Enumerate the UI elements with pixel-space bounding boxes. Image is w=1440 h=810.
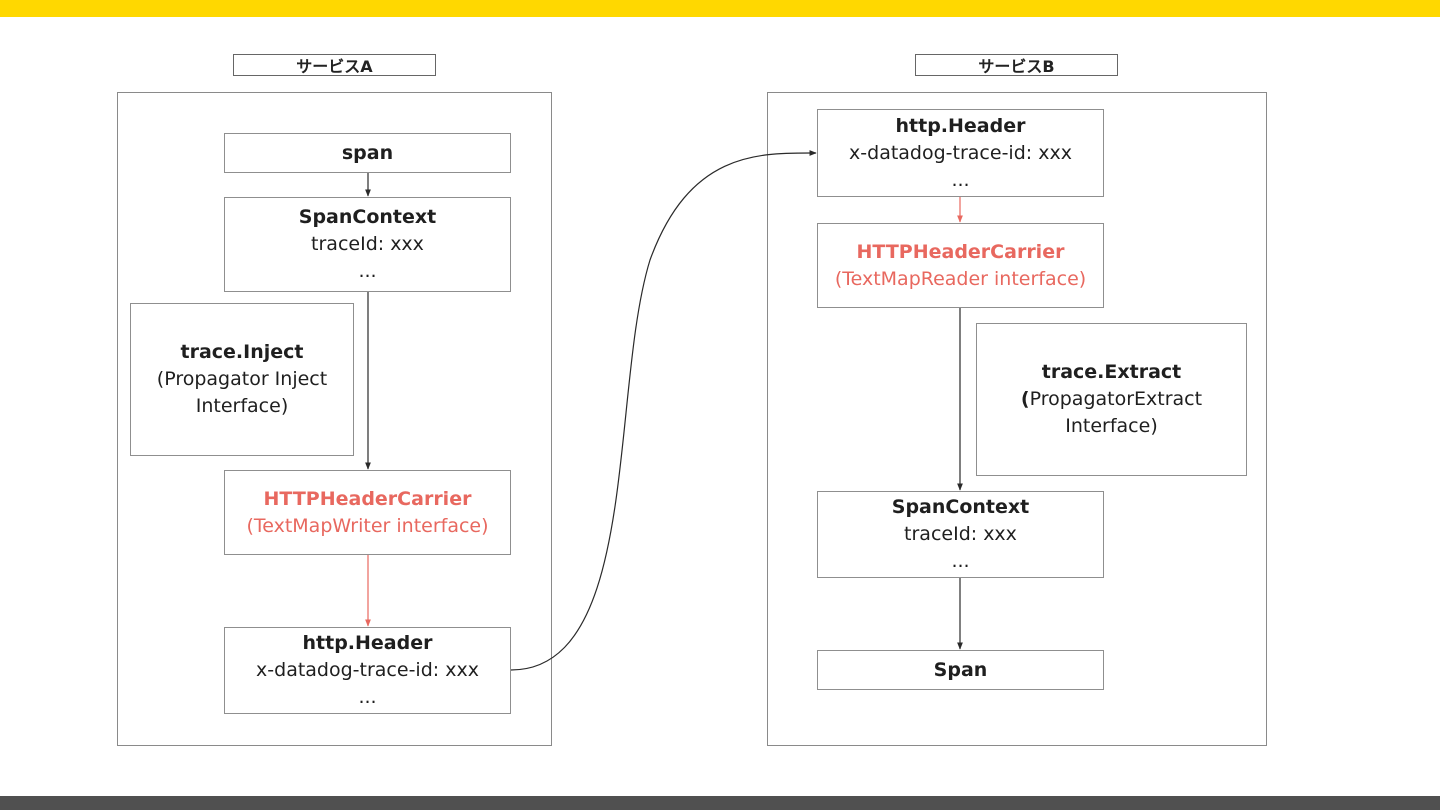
service-a-spancontext-ellipsis: ... <box>358 260 377 282</box>
service-a-http-header-traceid: x-datadog-trace-id: xxx <box>256 659 479 681</box>
service-b-http-header-ellipsis: ... <box>951 168 970 191</box>
service-a-spancontext-title: SpanContext <box>298 206 437 228</box>
service-b-carrier-node: HTTPHeaderCarrier (TextMapReader interfa… <box>817 223 1104 308</box>
service-a-spancontext-traceid: traceId: xxx <box>311 233 424 255</box>
service-a-http-header-ellipsis: ... <box>358 686 377 708</box>
service-b-spancontext-title: SpanContext <box>891 496 1030 518</box>
service-b-spancontext-traceid: traceId: xxx <box>904 523 1017 545</box>
service-a-carrier-interface: (TextMapWriter interface) <box>246 514 489 537</box>
trace-extract-node: trace.Extract (PropagatorExtract Interfa… <box>976 323 1247 476</box>
service-a-span-title: span <box>341 141 394 164</box>
service-b-label: サービスB <box>915 54 1118 76</box>
service-b-spancontext-ellipsis: ... <box>951 550 970 572</box>
trace-inject-line1: (Propagator Inject <box>156 368 328 390</box>
service-a-label: サービスA <box>233 54 436 76</box>
trace-extract-line1: (PropagatorExtract <box>1021 386 1202 413</box>
service-a-spancontext-node: SpanContext traceId: xxx ... <box>224 197 511 292</box>
trace-extract-line1-text: PropagatorExtract <box>1029 388 1203 410</box>
service-b-carrier-interface: (TextMapReader interface) <box>834 267 1087 290</box>
service-a-http-header-title: http.Header <box>302 632 433 654</box>
bottom-bar <box>0 796 1440 810</box>
trace-inject-node: trace.Inject (Propagator Inject Interfac… <box>130 303 354 456</box>
service-a-carrier-node: HTTPHeaderCarrier (TextMapWriter interfa… <box>224 470 511 555</box>
service-a-carrier-title: HTTPHeaderCarrier <box>263 487 472 510</box>
trace-extract-paren: ( <box>1020 388 1030 410</box>
service-a-span-node: span <box>224 133 511 173</box>
trace-inject-line2: Interface) <box>195 395 289 417</box>
trace-extract-title: trace.Extract <box>1041 361 1182 383</box>
service-b-http-header-title: http.Header <box>895 114 1026 137</box>
service-b-span-node: Span <box>817 650 1104 690</box>
service-b-http-header-node: http.Header x-datadog-trace-id: xxx ... <box>817 109 1104 197</box>
service-b-carrier-title: HTTPHeaderCarrier <box>856 240 1065 263</box>
trace-inject-title: trace.Inject <box>180 341 304 363</box>
trace-extract-line2: Interface) <box>1065 415 1158 437</box>
top-accent-bar <box>0 0 1440 17</box>
service-b-spancontext-node: SpanContext traceId: xxx ... <box>817 491 1104 578</box>
service-b-span-title: Span <box>933 658 988 681</box>
service-a-http-header-node: http.Header x-datadog-trace-id: xxx ... <box>224 627 511 714</box>
service-b-http-header-traceid: x-datadog-trace-id: xxx <box>849 141 1072 164</box>
